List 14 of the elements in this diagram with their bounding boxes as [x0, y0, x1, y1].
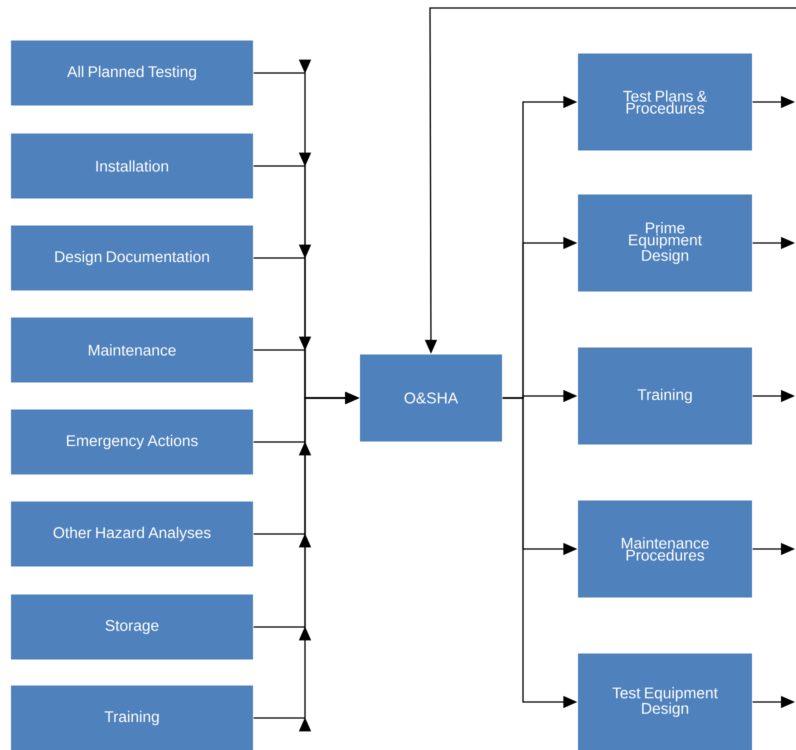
process-box: Storage — [11, 594, 253, 660]
process-box: Installation — [11, 134, 253, 198]
process-box: Maintenance Procedures — [578, 500, 752, 598]
process-box: Other Hazard Analyses — [11, 502, 253, 566]
process-box: O&SHA — [360, 354, 502, 442]
process-box: Design Documentation — [11, 226, 253, 290]
process-box: Emergency Actions — [11, 410, 253, 474]
process-box: All Planned Testing — [11, 40, 253, 106]
process-box: Prime Equipment Design — [578, 194, 752, 292]
process-box: Training — [11, 686, 253, 750]
process-box: Training — [578, 348, 752, 444]
process-box: Test Equipment Design — [578, 654, 752, 750]
process-box: Test Plans & Procedures — [578, 54, 752, 150]
process-box: Maintenance — [11, 318, 253, 382]
